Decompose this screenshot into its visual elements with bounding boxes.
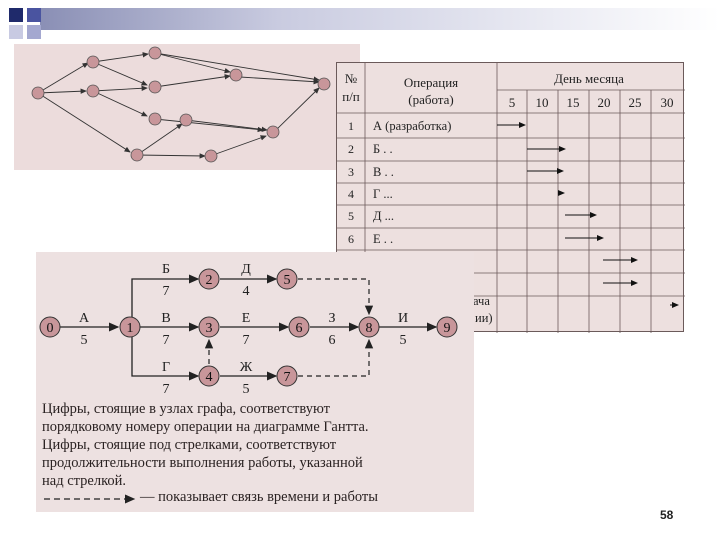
edge-letter: З — [328, 311, 335, 326]
caption-line: продолжительности выполнения работы, ука… — [42, 455, 363, 471]
gantt-header-operation: Операция — [404, 75, 458, 90]
graph-node-label: 6 — [296, 321, 303, 336]
graph-node-label: 4 — [206, 370, 213, 385]
graph-node-0 — [39, 316, 61, 338]
gantt-day-label: 5 — [509, 95, 516, 110]
graph-node-5 — [276, 268, 298, 290]
gantt-day-label: 15 — [567, 95, 580, 110]
graph-node-label: 9 — [444, 321, 451, 336]
graph-node-9 — [436, 316, 458, 338]
edge-duration: 5 — [400, 333, 407, 348]
corner-square-dark — [9, 8, 23, 22]
gantt-row-operation: Д ... — [373, 209, 394, 223]
caption-line: Цифры, стоящие под стрелками, соответств… — [42, 437, 337, 453]
edge-duration: 7 — [163, 284, 170, 299]
gantt-row-number: 2 — [348, 142, 354, 156]
edge-duration: 7 — [163, 382, 170, 397]
graph-node-label: 8 — [366, 321, 373, 336]
graph-node-6 — [288, 316, 310, 338]
gantt-row-operation-partial: ача — [473, 294, 490, 308]
edge-letter: Г — [162, 360, 170, 375]
gantt-row-number: 4 — [348, 187, 354, 201]
edge-letter: А — [79, 311, 90, 326]
network-node — [179, 113, 193, 127]
gantt-row-operation: А (разработка) — [373, 119, 451, 133]
graph-node-label: 5 — [284, 273, 291, 288]
network-diagram — [31, 46, 331, 163]
graph-dashed-link — [298, 338, 374, 377]
gantt-row-operation-partial: ии) — [475, 311, 493, 325]
gantt-row-number: 5 — [348, 209, 354, 223]
graph-edge-g — [131, 327, 200, 381]
network-node — [317, 77, 331, 91]
edge-letter: Е — [242, 311, 251, 326]
gantt-day-label: 25 — [629, 95, 642, 110]
graph-node-2 — [198, 268, 220, 290]
graph-node-4 — [198, 365, 220, 387]
network-node — [266, 125, 280, 139]
graph-node-label: 2 — [206, 273, 213, 288]
corner-square-light — [27, 25, 41, 39]
network-node — [204, 149, 218, 163]
corner-square-blue — [27, 8, 41, 22]
gantt-day-label: 30 — [661, 95, 674, 110]
gantt-row-operation: Г ... — [373, 187, 393, 201]
edge-duration: 6 — [329, 333, 336, 348]
network-node — [86, 84, 100, 98]
project-graph: 0 1 2 3 4 5 6 7 8 9 А 5 Б 7 Д 4 В 7 Е 7 … — [39, 262, 458, 397]
edge-duration: 7 — [163, 333, 170, 348]
gantt-row-number: 1 — [348, 119, 354, 133]
graph-dashed-link — [298, 278, 374, 316]
network-node — [31, 86, 45, 100]
gantt-day-label: 20 — [598, 95, 611, 110]
graph-node-label: 0 — [47, 321, 54, 336]
title-bar-decoration — [40, 8, 720, 30]
graph-node-label: 7 — [284, 370, 291, 385]
caption-line: порядковому номеру операции на диаграмме… — [42, 419, 369, 435]
legend-text: — показывает связь времени и работы — [140, 489, 378, 505]
gantt-header-operation-sub: (работа) — [408, 92, 453, 107]
graph-node-3 — [198, 316, 220, 338]
gantt-row-number: 6 — [348, 232, 354, 246]
network-node — [229, 68, 243, 82]
edge-letter: И — [398, 311, 408, 326]
gantt-row-operation: Б . . — [373, 142, 393, 156]
graph-node-label: 3 — [206, 321, 213, 336]
edge-letter: Ж — [240, 360, 253, 375]
network-node — [148, 46, 162, 60]
gantt-header-number: № — [345, 71, 357, 86]
gantt-row-number: 3 — [348, 165, 354, 179]
gantt-row-operation: Е . . — [373, 232, 393, 246]
legend-dashed-arrow — [44, 494, 136, 504]
network-node — [130, 148, 144, 162]
graph-node-8 — [358, 316, 380, 338]
edge-duration: 5 — [243, 382, 250, 397]
graph-edge-b — [131, 274, 200, 327]
graph-node-7 — [276, 365, 298, 387]
edge-duration: 7 — [243, 333, 250, 348]
edge-duration: 4 — [243, 284, 250, 299]
network-diagram-panel — [14, 44, 360, 170]
caption-line: над стрелкой. — [42, 473, 127, 489]
edge-letter: В — [161, 311, 170, 326]
network-node — [148, 80, 162, 94]
network-node — [86, 55, 100, 69]
network-node — [148, 112, 162, 126]
caption-line: Цифры, стоящие в узлах графа, соответств… — [42, 401, 330, 417]
edge-duration: 5 — [81, 333, 88, 348]
gantt-header-number-sub: п/п — [342, 89, 360, 104]
gantt-header-days: День месяца — [554, 71, 624, 86]
gantt-table: № п/п Операция (работа) День месяца 5 10… — [337, 63, 685, 333]
gantt-day-label: 10 — [536, 95, 549, 110]
corner-square-pale — [9, 25, 23, 39]
edge-letter: Б — [162, 262, 170, 277]
gantt-row-operation: В . . — [373, 165, 394, 179]
graph-explanation-panel: 0 1 2 3 4 5 6 7 8 9 А 5 Б 7 Д 4 В 7 Е 7 … — [36, 252, 474, 512]
graph-node-1 — [119, 316, 141, 338]
edge-letter: Д — [241, 262, 251, 277]
graph-node-label: 1 — [127, 321, 134, 336]
page-number: 58 — [660, 508, 674, 522]
